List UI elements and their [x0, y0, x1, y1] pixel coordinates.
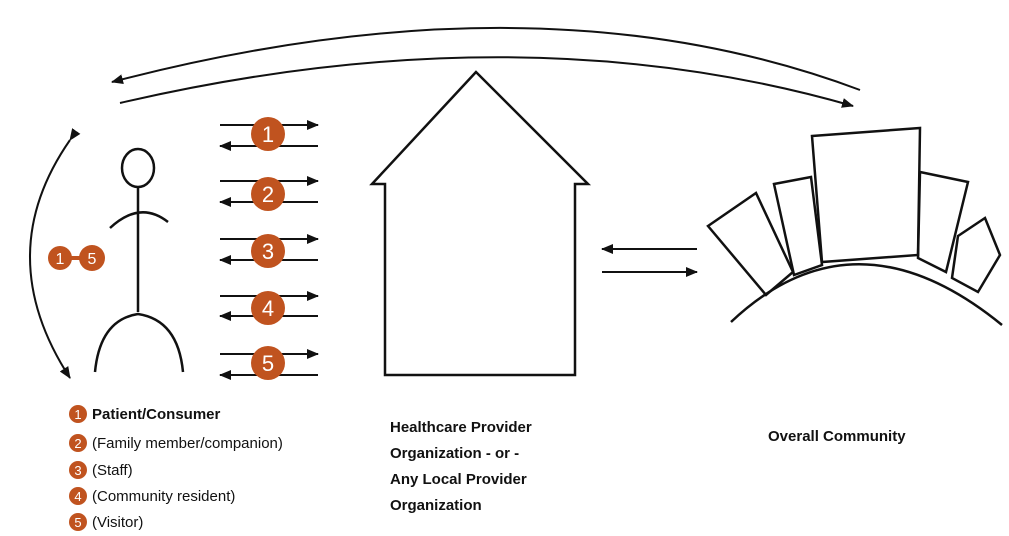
- svg-text:Patient/Consumer: Patient/Consumer: [92, 406, 221, 423]
- legend-item-2: 2 (Family member/companion): [69, 434, 283, 452]
- svg-text:Healthcare Provider: Healthcare Provider: [390, 419, 532, 436]
- svg-text:3: 3: [74, 463, 81, 478]
- svg-text:(Family member/companion): (Family member/companion): [92, 435, 283, 452]
- svg-text:4: 4: [262, 296, 274, 321]
- community-buildings-icon: [706, 126, 1003, 326]
- svg-text:5: 5: [262, 351, 274, 376]
- flow-row-4: 4: [219, 291, 319, 325]
- svg-text:4: 4: [74, 489, 81, 504]
- flow-arrows: 1 2 3 4 5: [219, 117, 319, 380]
- svg-text:2: 2: [74, 436, 81, 451]
- stick-figure-icon: [93, 147, 185, 373]
- svg-text:(Staff): (Staff): [92, 462, 133, 479]
- range-badge-to: [79, 245, 105, 271]
- range-badge: 1 5: [48, 245, 105, 271]
- range-badge-from: [48, 246, 72, 270]
- svg-text:3: 3: [262, 239, 274, 264]
- flow-row-2: 2: [219, 176, 319, 211]
- house-icon: [369, 70, 592, 377]
- flow-row-1: 1: [219, 117, 319, 151]
- top-arc-arrow-left: [111, 27, 861, 91]
- svg-text:1: 1: [56, 251, 65, 268]
- provider-label: Healthcare Provider Organization - or - …: [390, 419, 532, 514]
- svg-text:Any Local Provider: Any Local Provider: [390, 471, 527, 488]
- svg-text:5: 5: [74, 515, 81, 530]
- legend-item-5: 5 (Visitor): [69, 513, 143, 531]
- svg-text:1: 1: [262, 122, 274, 147]
- svg-text:Organization - or -: Organization - or -: [390, 445, 519, 462]
- flow-row-5: 5: [219, 346, 319, 380]
- svg-text:1: 1: [74, 407, 81, 422]
- svg-text:2: 2: [262, 182, 274, 207]
- legend: 1 Patient/Consumer 2 (Family member/comp…: [69, 405, 283, 531]
- side-curved-arrow: [29, 128, 81, 379]
- community-label: Overall Community: [768, 428, 906, 445]
- legend-item-4: 4 (Community resident): [69, 487, 235, 505]
- svg-text:(Visitor): (Visitor): [92, 514, 143, 531]
- top-arc-arrow-right: [119, 56, 854, 108]
- svg-text:(Community resident): (Community resident): [92, 488, 235, 505]
- svg-text:5: 5: [88, 251, 97, 268]
- flow-row-3: 3: [219, 234, 319, 268]
- legend-item-3: 3 (Staff): [69, 461, 133, 479]
- legend-item-1: 1 Patient/Consumer: [69, 405, 221, 423]
- svg-text:Organization: Organization: [390, 497, 482, 514]
